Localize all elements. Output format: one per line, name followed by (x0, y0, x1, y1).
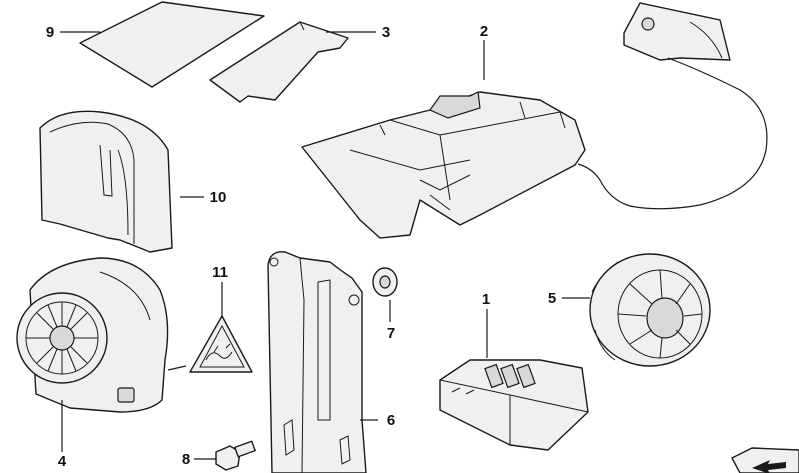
leader-lines (60, 31, 590, 460)
callout-11: 11 (212, 264, 228, 281)
callout-8: 8 (182, 451, 190, 468)
callout-labels: 9 3 2 10 11 1 5 7 6 8 4 (46, 23, 556, 470)
callout-1: 1 (482, 291, 490, 308)
callout-7: 7 (387, 325, 395, 342)
part-2-enclosure (301, 91, 586, 239)
callout-9: 9 (46, 24, 54, 41)
part-5-speaker (589, 253, 711, 367)
callout-10: 10 (210, 189, 227, 206)
microphone-module (577, 2, 768, 210)
callout-5: 5 (548, 290, 556, 307)
part-9-pad (79, 1, 265, 88)
callout-2: 2 (480, 23, 488, 40)
callout-4: 4 (58, 453, 67, 470)
callout-3: 3 (382, 24, 390, 41)
part-11-warning-label (189, 315, 253, 373)
part-4-speaker (16, 257, 169, 413)
part-3-pad (209, 21, 349, 103)
callout-6: 6 (387, 412, 395, 429)
direction-arrow-icon (731, 447, 799, 473)
part-8-screw (215, 440, 256, 471)
part-1-module (439, 359, 589, 451)
part-10-cover (39, 110, 173, 253)
part-6-bracket (267, 251, 367, 473)
part-7-grommet (372, 267, 398, 297)
